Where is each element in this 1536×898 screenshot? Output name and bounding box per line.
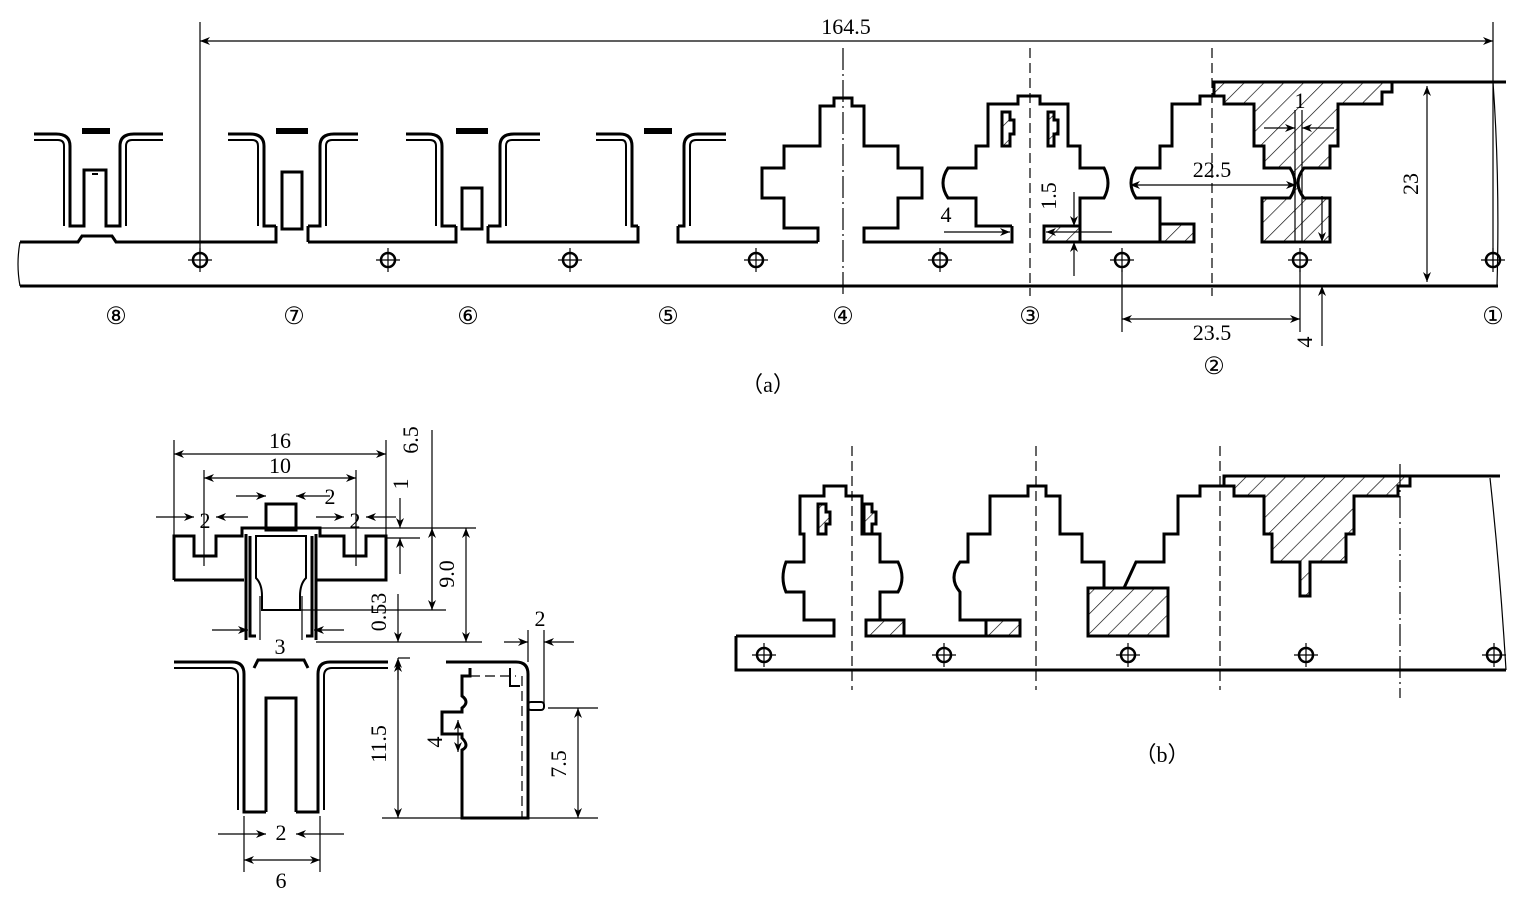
pilot-holes-b bbox=[750, 641, 1508, 669]
blank-station-3 bbox=[941, 48, 1122, 296]
dim-gap-0-53: 0.53 bbox=[366, 593, 391, 632]
caption-a: （a） bbox=[741, 372, 795, 397]
dim-width-6: 6 bbox=[276, 868, 287, 893]
strip-layout-b: （b） bbox=[734, 446, 1508, 767]
formed-part-station-5 bbox=[596, 128, 818, 244]
dim-height-7-5: 7.5 bbox=[546, 750, 571, 778]
dim-strip-width: 23 bbox=[1398, 173, 1423, 195]
dim-height-6-5: 6.5 bbox=[398, 426, 423, 454]
formed-part-station-6 bbox=[406, 128, 640, 244]
dim-offset-4a: 4 bbox=[941, 202, 952, 227]
dim-tab-2-center: 2 bbox=[325, 484, 336, 509]
dim-width-3: 3 bbox=[275, 634, 286, 659]
dim-bridge: 1 bbox=[1295, 88, 1306, 113]
station-label-2: ② bbox=[1203, 354, 1225, 380]
pilot-holes-a bbox=[186, 246, 1507, 274]
formed-part-station-8 bbox=[34, 128, 163, 228]
station-label-4: ④ bbox=[832, 304, 854, 330]
strip-layout-a: 164.5 bbox=[17, 14, 1507, 397]
part-detail-views: 16 10 2 2 2 1 6.5 9.0 0.53 3 bbox=[156, 426, 598, 893]
dim-offset-1-5: 1.5 bbox=[1036, 182, 1061, 210]
blank-station-2 bbox=[1122, 48, 1506, 296]
strip-edge-top bbox=[20, 226, 278, 244]
station-label-6: ⑥ bbox=[457, 304, 479, 330]
dim-tab-2-right: 2 bbox=[350, 508, 361, 533]
caption-b: （b） bbox=[1134, 742, 1189, 767]
dim-width-10: 10 bbox=[269, 453, 291, 478]
dim-height-9-0: 9.0 bbox=[434, 560, 459, 588]
dim-tab-2-left: 2 bbox=[200, 508, 211, 533]
dim-lip-2: 2 bbox=[535, 606, 546, 631]
strip-break bbox=[17, 241, 21, 287]
station-label-7: ⑦ bbox=[283, 304, 305, 330]
dim-overall: 164.5 bbox=[821, 14, 871, 39]
station-label-3: ③ bbox=[1019, 304, 1041, 330]
dim-slot-2: 2 bbox=[276, 820, 287, 845]
dim-width-16: 16 bbox=[269, 428, 291, 453]
station-label-5: ⑤ bbox=[657, 304, 679, 330]
station-label-1: ① bbox=[1482, 304, 1504, 330]
dim-slot-width: 22.5 bbox=[1193, 157, 1232, 182]
dim-height-1: 1 bbox=[388, 479, 413, 490]
blank-station-4 bbox=[760, 48, 1014, 296]
dim-height-11-5: 11.5 bbox=[366, 725, 391, 763]
dim-offset-4b: 4 bbox=[1292, 337, 1317, 348]
dim-pitch: 23.5 bbox=[1193, 320, 1232, 345]
station-label-8: ⑧ bbox=[105, 304, 127, 330]
formed-part-station-7 bbox=[228, 128, 458, 244]
dim-notch-4: 4 bbox=[422, 737, 447, 748]
